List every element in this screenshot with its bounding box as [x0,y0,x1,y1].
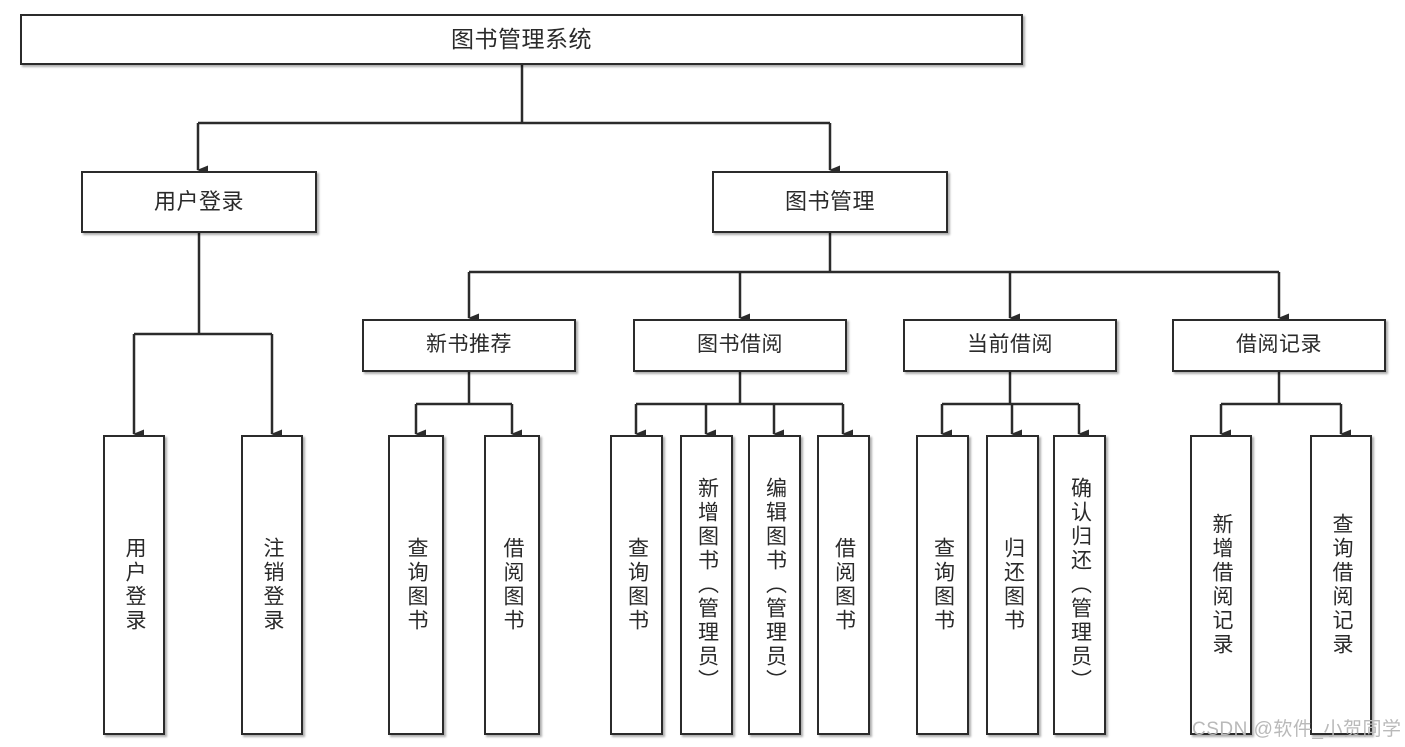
node-leaf-add-book[interactable]: 新增图书（管理员） [680,435,733,735]
node-label-leaf-return-book: 归还图书 [1001,537,1025,633]
node-label-current-borrow: 当前借阅 [967,333,1053,357]
node-leaf-rec-borrow[interactable]: 借阅图书 [484,435,540,735]
node-label-leaf-add-book: 新增图书（管理员） [695,477,719,693]
node-label-user-login: 用户登录 [153,189,244,215]
node-leaf-confirm-return[interactable]: 确认归还（管理员） [1053,435,1106,735]
node-label-leaf-confirm-return: 确认归还（管理员） [1068,477,1092,693]
node-label-leaf-borrow-query: 查询图书 [625,537,649,633]
node-leaf-borrow-book[interactable]: 借阅图书 [817,435,870,735]
node-book-manage[interactable]: 图书管理 [712,171,948,233]
node-label-leaf-query-record: 查询借阅记录 [1330,513,1354,657]
node-leaf-add-record[interactable]: 新增借阅记录 [1190,435,1252,735]
node-current-borrow[interactable]: 当前借阅 [903,319,1117,372]
node-label-leaf-borrow-book: 借阅图书 [832,537,856,633]
node-label-new-book-rec: 新书推荐 [426,333,512,357]
node-label-book-borrow: 图书借阅 [697,333,783,357]
node-leaf-cur-query[interactable]: 查询图书 [916,435,969,735]
node-new-book-rec[interactable]: 新书推荐 [362,319,576,372]
node-leaf-return-book[interactable]: 归还图书 [986,435,1039,735]
node-label-root: 图书管理系统 [451,25,592,52]
node-label-leaf-cur-query: 查询图书 [931,537,955,633]
node-label-leaf-rec-query: 查询图书 [405,537,429,633]
node-label-borrow-record: 借阅记录 [1236,333,1322,357]
node-leaf-rec-query[interactable]: 查询图书 [388,435,444,735]
connector-group [132,65,1351,439]
node-book-borrow[interactable]: 图书借阅 [633,319,847,372]
node-root[interactable]: 图书管理系统 [20,14,1023,65]
node-label-leaf-logout: 注销登录 [261,537,285,633]
watermark-label: CSDN @软件_小贺同学 [1192,719,1402,740]
node-label-leaf-rec-borrow: 借阅图书 [501,537,525,633]
node-leaf-query-record[interactable]: 查询借阅记录 [1310,435,1372,735]
node-label-leaf-add-record: 新增借阅记录 [1210,513,1234,657]
node-label-leaf-user-login: 用户登录 [123,537,147,633]
node-leaf-logout[interactable]: 注销登录 [241,435,303,735]
node-borrow-record[interactable]: 借阅记录 [1172,319,1386,372]
node-label-book-manage: 图书管理 [784,189,875,215]
node-leaf-borrow-query[interactable]: 查询图书 [610,435,663,735]
node-user-login[interactable]: 用户登录 [81,171,317,233]
node-label-leaf-edit-book: 编辑图书（管理员） [763,477,787,693]
node-leaf-user-login[interactable]: 用户登录 [103,435,165,735]
node-leaf-edit-book[interactable]: 编辑图书（管理员） [748,435,801,735]
